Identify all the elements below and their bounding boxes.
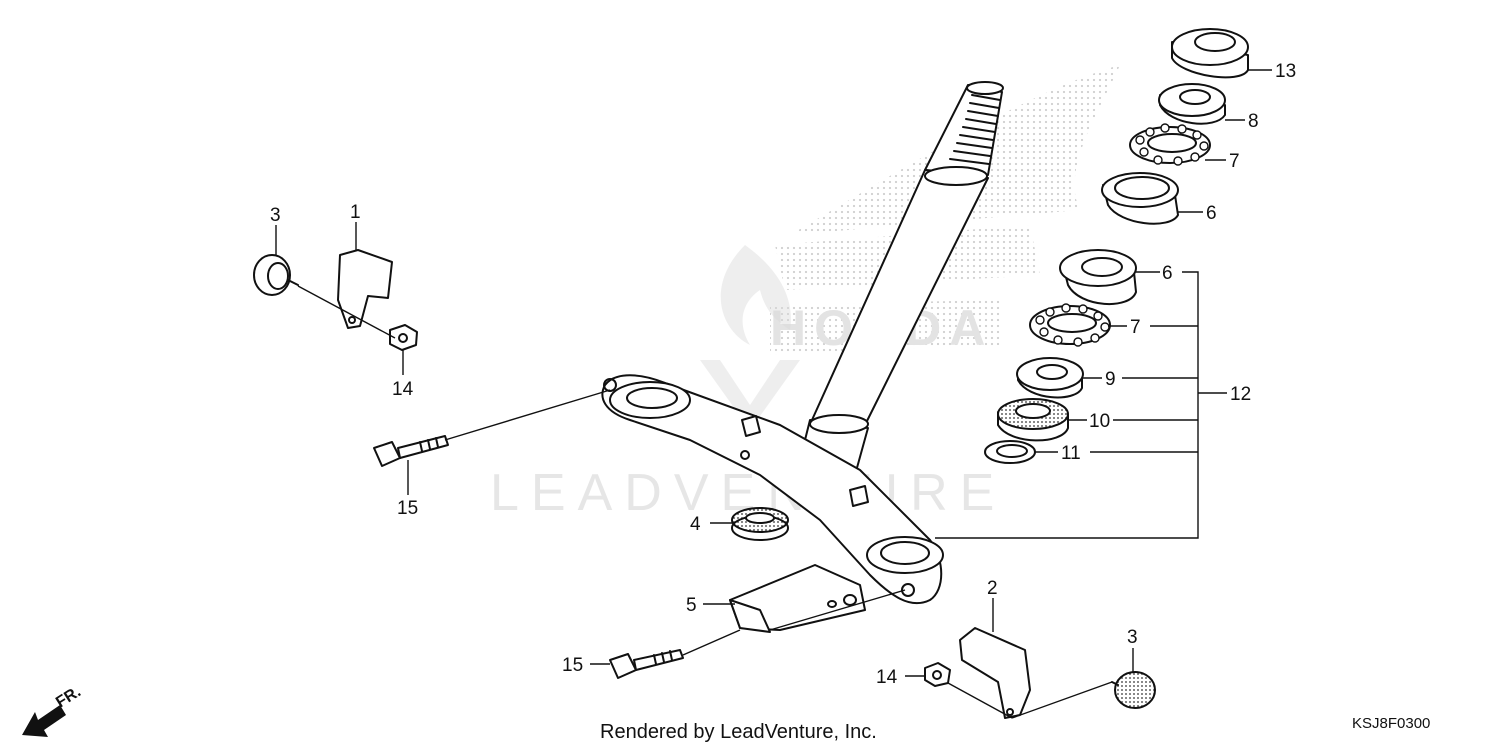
part-11-washer	[984, 440, 1036, 464]
callout-10: 10	[1089, 411, 1110, 432]
diagram-code: KSJ8F0300	[1352, 715, 1430, 732]
part-3-cap-right	[1111, 671, 1156, 709]
part-9-race	[1016, 357, 1084, 399]
steering-stem	[797, 81, 1004, 476]
callout-7-upper: 7	[1229, 151, 1240, 172]
part-7-bearing-lower	[1029, 303, 1111, 347]
part-7-bearing-upper	[1129, 123, 1211, 166]
part-2-bracket	[959, 627, 1031, 719]
part-15-bolt-upper	[373, 435, 449, 467]
part-4-grommet	[731, 507, 789, 541]
callout-3-right: 3	[1127, 627, 1138, 648]
part-5-bracket	[729, 564, 866, 633]
part-10-dust-seal	[997, 398, 1069, 442]
callout-8: 8	[1248, 111, 1259, 132]
callout-6-upper: 6	[1206, 203, 1217, 224]
part-15-bolt-lower	[609, 649, 684, 679]
callout-3-left: 3	[270, 205, 281, 226]
callout-1: 1	[350, 202, 361, 223]
rendered-by-credit: Rendered by LeadVenture, Inc.	[600, 721, 877, 743]
callout-9: 9	[1105, 369, 1116, 390]
callout-4: 4	[690, 514, 701, 535]
part-13-lock-nut	[1171, 28, 1249, 79]
callout-11: 11	[1061, 443, 1081, 464]
callout-15-lower: 15	[562, 655, 583, 676]
leader-lines	[275, 69, 1272, 719]
part-6-cone-lower	[1059, 249, 1137, 305]
part-14-nut-left	[389, 324, 418, 351]
callout-14-left: 14	[392, 379, 414, 400]
part-3-cap-left	[253, 254, 299, 296]
bottom-bridge	[601, 374, 944, 605]
callout-15-upper: 15	[397, 498, 418, 519]
callout-14-right: 14	[876, 667, 898, 688]
front-direction-arrow: FR.	[22, 683, 84, 737]
callout-2: 2	[987, 578, 998, 599]
callout-13: 13	[1275, 61, 1296, 82]
part-1-bracket	[337, 249, 393, 329]
callout-6-lower: 6	[1162, 263, 1173, 284]
part-8-top-race	[1158, 83, 1226, 125]
part-6-cone-upper	[1101, 172, 1179, 225]
callout-12: 12	[1230, 384, 1251, 405]
callout-5: 5	[686, 595, 697, 616]
leadventure-flame-watermark	[700, 245, 800, 430]
part-14-nut-right	[924, 662, 951, 687]
callout-7-lower: 7	[1130, 317, 1141, 338]
